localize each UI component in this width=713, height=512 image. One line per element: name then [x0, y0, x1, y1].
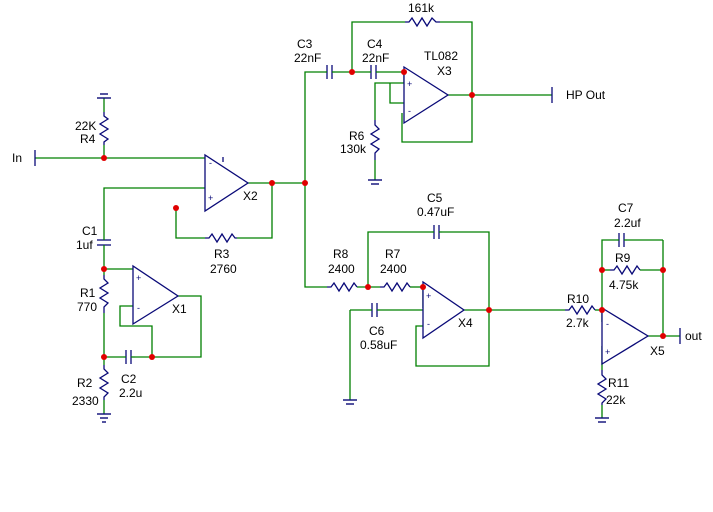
- resistors: [98, 16, 641, 405]
- c3-ref: C3: [297, 37, 313, 51]
- resistor-161k: [405, 16, 440, 28]
- r2-ref: R2: [77, 376, 93, 390]
- capacitor-c4: [369, 65, 379, 79]
- c6-value: 0.58uF: [360, 338, 397, 352]
- c1-value: 1uf: [76, 238, 93, 252]
- ground-symbol-c6: [343, 399, 357, 405]
- ground-symbol-r4: [97, 93, 111, 112]
- c3-value: 22nF: [294, 51, 321, 65]
- svg-text:+: +: [426, 291, 431, 301]
- c7-ref: C7: [618, 201, 634, 215]
- ground-symbol-r11: [595, 417, 609, 423]
- c6-ref: C6: [369, 324, 385, 338]
- c4-value: 22nF: [362, 51, 389, 65]
- capacitor-c1: [97, 235, 111, 249]
- svg-text:-: -: [606, 319, 609, 329]
- r6-value: 130k: [340, 142, 367, 156]
- r4-value: 22K: [75, 119, 96, 133]
- junctions: [101, 69, 666, 360]
- r10-value: 2.7k: [566, 316, 590, 330]
- r2-value: 2330: [72, 394, 99, 408]
- resistor-r9: [610, 264, 641, 276]
- opamp-x2: - +: [204, 153, 250, 213]
- resistor-r7: [380, 281, 411, 293]
- capacitor-c3: [325, 65, 335, 79]
- opamp-x1: + -: [132, 264, 180, 326]
- opamps: - + + - + - + - - +: [132, 65, 650, 366]
- c1-ref: C1: [82, 224, 98, 238]
- resistor-r4: [98, 112, 110, 145]
- x5-ref: X5: [650, 344, 665, 358]
- labels: In HP Out out 22K R4 C1 1uf R1 770 R2 23…: [12, 1, 702, 408]
- c2-value: 2.2u: [119, 386, 142, 400]
- resistor-r11: [596, 370, 608, 405]
- capacitor-c6: [370, 303, 380, 317]
- wires: [35, 21, 680, 418]
- r3-value: 2760: [210, 262, 237, 276]
- r3-ref: R3: [214, 247, 230, 261]
- svg-text:-: -: [209, 158, 212, 168]
- r11-value: 22k: [606, 393, 626, 407]
- x3-model: TL082: [424, 49, 458, 63]
- r10-ref: R10: [567, 292, 589, 306]
- x2-ref: X2: [243, 189, 258, 203]
- opamp-x3: + -: [403, 65, 450, 125]
- grounds: [97, 93, 609, 423]
- x4-ref: X4: [458, 316, 473, 330]
- svg-text:+: +: [136, 273, 141, 283]
- r8-value: 2400: [328, 262, 355, 276]
- svg-text:+: +: [208, 193, 213, 203]
- opamp-x5: - +: [601, 306, 650, 366]
- input-label: In: [12, 151, 22, 165]
- resistor-r2: [98, 365, 110, 400]
- r1-ref: R1: [80, 286, 96, 300]
- capacitor-c7: [617, 233, 627, 247]
- c2-ref: C2: [121, 372, 137, 386]
- c5-value: 0.47uF: [417, 205, 454, 219]
- svg-text:+: +: [407, 79, 412, 89]
- svg-text:-: -: [137, 303, 140, 313]
- capacitors: [97, 65, 627, 364]
- svg-text:-: -: [408, 106, 411, 116]
- svg-text:+: +: [605, 347, 610, 357]
- ports: [34, 87, 681, 344]
- ground-symbol-r2: [97, 413, 111, 423]
- r9-ref: R9: [615, 251, 631, 265]
- x1-ref: X1: [172, 302, 187, 316]
- svg-text:-: -: [427, 319, 430, 329]
- r8-ref: R8: [333, 247, 349, 261]
- c7-value: 2.2uf: [614, 216, 641, 230]
- c4-ref: C4: [367, 37, 383, 51]
- r11-ref: R11: [608, 376, 629, 390]
- r4-ref: R4: [80, 132, 96, 146]
- r1-value: 770: [77, 300, 97, 314]
- resistor-r8: [327, 281, 358, 293]
- capacitor-c5: [432, 225, 442, 239]
- hp-out-label: HP Out: [566, 88, 606, 102]
- c5-ref: C5: [427, 191, 443, 205]
- out-label: out: [685, 329, 702, 343]
- r6-ref: R6: [349, 129, 365, 143]
- resistor-r6: [369, 120, 381, 160]
- resistor-r1: [98, 275, 110, 313]
- ground-symbol-r6: [368, 179, 382, 185]
- x3-ref: X3: [437, 64, 452, 78]
- capacitor-c2: [125, 350, 135, 364]
- r7-ref: R7: [385, 247, 401, 261]
- r161k-value: 161k: [408, 1, 435, 15]
- r9-value: 4.75k: [609, 278, 639, 292]
- resistor-r3: [205, 232, 237, 244]
- r7-value: 2400: [380, 262, 407, 276]
- opamp-x4: + -: [422, 280, 466, 340]
- resistor-r10: [565, 304, 596, 316]
